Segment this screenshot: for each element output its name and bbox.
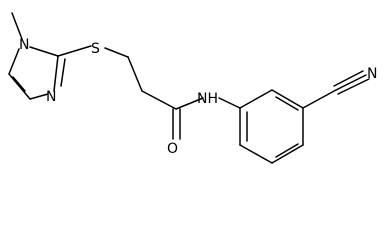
bond-ring-c2-n3 [53,55,59,92]
atom-o: O [167,141,178,157]
bond-ring-n1-c2 [29,46,59,57]
bond-carbonyl-nh [175,97,204,110]
bond-ring-c2-s [57,45,92,57]
atom-s: S [91,41,100,57]
bond-phenyl-3-4 [271,144,304,164]
bond-nitrile-triple-a [335,74,367,91]
atom-n-methyl: N [19,37,29,53]
atom-n-nitrile: N [367,66,377,82]
bond-nitrile-triple-b [333,70,364,87]
bond-phenyl-inner-c [275,96,299,111]
bond-phenyl-6-1 [239,89,273,109]
bond-ch2-carbonyl [141,90,177,110]
bond-methyl-n [11,12,23,40]
bond-ring-c4-c5 [8,73,31,100]
bond-ring-c5-n1 [8,48,20,75]
chemical-structure: N N S NH O N [8,12,377,164]
atom-n-imidazole: N [46,89,56,105]
bond-s-ch2 [104,47,129,58]
bond-nh-ring [218,97,241,109]
bond-ring-n3-c4 [29,93,49,100]
bond-ring-c2-n3-double [60,58,66,87]
bond-ch2-ch2 [127,56,143,92]
bond-phenyl-inner-b [275,143,299,158]
atom-nh: NH [197,91,218,107]
bond-phenyl-nitrile-c [302,89,337,109]
bond-nitrile-triple-c [337,78,370,95]
bond-phenyl-5-6 [271,89,304,109]
bond-phenyl-2-3 [239,144,273,164]
bond-ring-c4-c5-double [12,76,26,92]
